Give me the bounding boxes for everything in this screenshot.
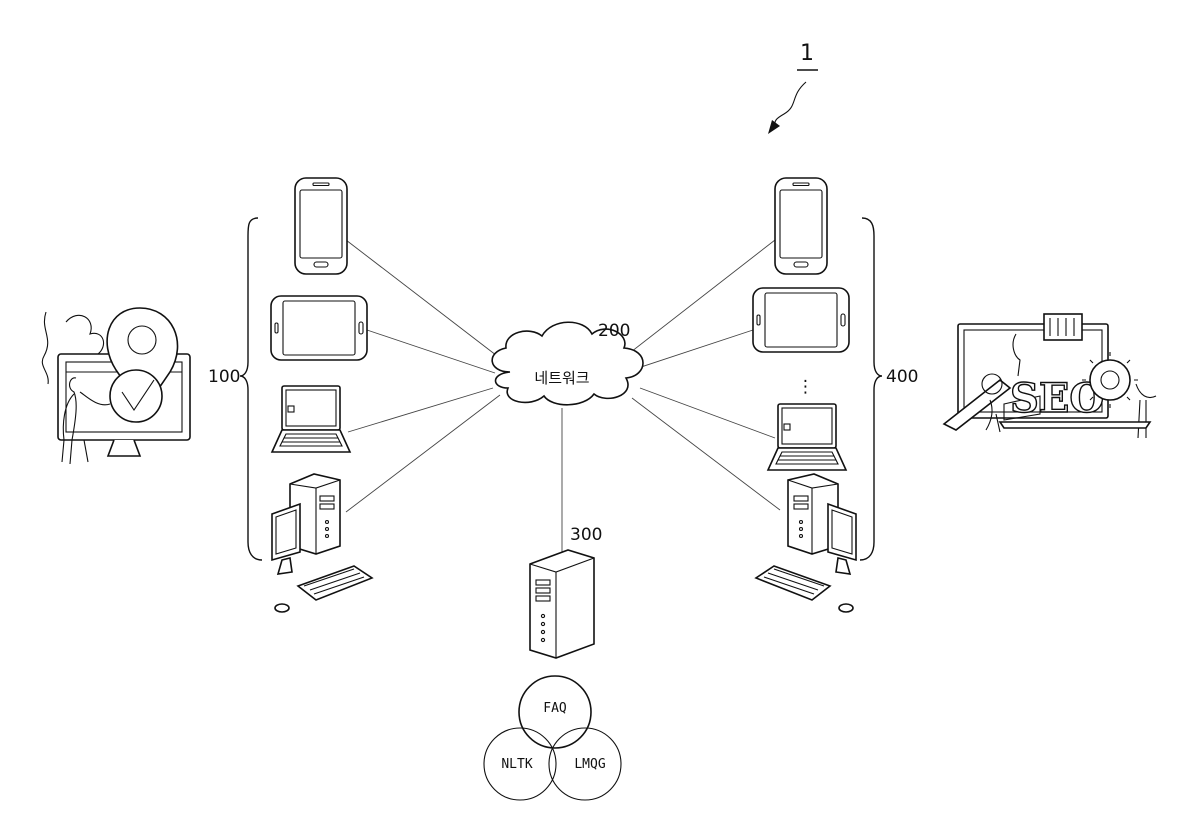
client-devices [271, 178, 372, 612]
client-illustration [42, 308, 190, 464]
venn-faq: FAQ [543, 701, 567, 716]
provider-smartphone [775, 178, 827, 274]
figure-arrowhead [768, 120, 780, 134]
client-tablet [271, 296, 367, 360]
server-tower [530, 550, 594, 658]
client-laptop [272, 386, 350, 452]
label-server-300: 300 [570, 525, 602, 545]
client-brace [240, 218, 262, 560]
provider-devices: ⋮ [753, 178, 856, 612]
provider-tablet [753, 288, 849, 352]
provider-desktop [756, 474, 856, 612]
venn-diagram: FAQ NLTK LMQG [484, 676, 621, 800]
figure-number: 1 [800, 41, 814, 66]
client-desktop [272, 474, 372, 612]
network-label: 네트워크 [534, 369, 589, 387]
venn-lmqg: LMQG [574, 757, 605, 772]
label-network-200: 200 [598, 321, 630, 341]
label-providers-400: 400 [886, 367, 918, 387]
venn-nltk: NLTK [501, 757, 532, 772]
client-smartphone [295, 178, 347, 274]
provider-laptop [768, 404, 846, 470]
provider-ellipsis: ⋮ [797, 377, 814, 397]
figure-arrow [772, 82, 806, 130]
label-clients-100: 100 [208, 367, 240, 387]
provider-illustration: SEO [944, 314, 1156, 438]
provider-brace [860, 218, 882, 560]
